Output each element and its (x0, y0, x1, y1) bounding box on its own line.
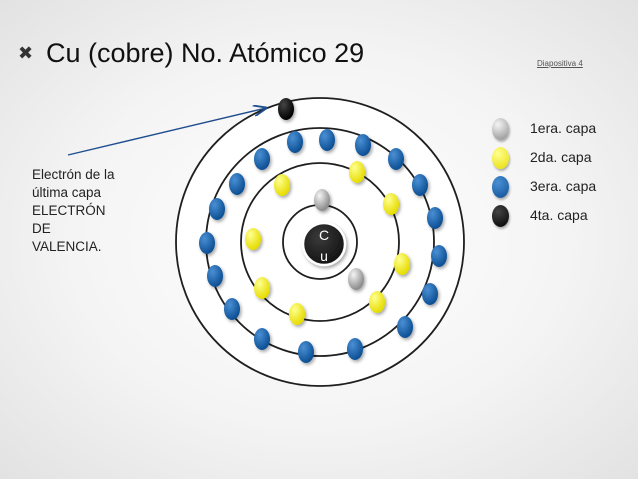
electron-shell-2 (274, 174, 290, 196)
annotation-line-1: Electrón de la (32, 167, 115, 182)
electron-shell-3 (207, 265, 223, 287)
electron-shell-3 (412, 174, 428, 196)
nucleus (301, 221, 347, 267)
nucleus-symbol-line-2: u (320, 248, 328, 264)
electron-shell-2 (394, 253, 410, 275)
electron-shell-3 (229, 173, 245, 195)
legend-label-shell-4: 4ta. capa (530, 207, 588, 223)
electron-shell-3 (355, 134, 371, 156)
electron-shell-3 (209, 198, 225, 220)
legend-label-shell-2: 2da. capa (530, 149, 592, 165)
legend-swatch-shell-2 (492, 147, 509, 169)
slide-title: Cu (cobre) No. Atómico 29 (46, 38, 365, 68)
electron-shell-3 (319, 129, 335, 151)
title-bullet-icon: ✖ (18, 43, 34, 63)
title-row: ✖ Cu (cobre) No. Atómico 29 (18, 38, 364, 69)
electron-shell-3 (388, 148, 404, 170)
annotation-line-4: DE (32, 221, 51, 236)
legend-swatch-shell-3 (492, 176, 509, 198)
valence-annotation: Electrón de la última capa ELECTRÓN DE V… (32, 166, 142, 256)
electron-shell-3 (254, 148, 270, 170)
legend-swatch-shell-1 (492, 118, 509, 140)
electron-shell-3 (422, 283, 438, 305)
legend-swatch-shell-4 (492, 205, 509, 227)
electron-shell-2 (349, 161, 365, 183)
electron-shell-2 (383, 193, 399, 215)
electron-shell-3 (199, 232, 215, 254)
nucleus-symbol-line-1: C (319, 227, 329, 243)
electron-shell-4-valence (278, 98, 294, 120)
slide-number-link[interactable]: Diapositiva 4 (537, 59, 583, 68)
annotation-line-5: VALENCIA. (32, 239, 102, 254)
electron-shell-3 (224, 298, 240, 320)
electron-shell-2 (245, 228, 261, 250)
electron-shell-3 (347, 338, 363, 360)
electron-shell-3 (298, 341, 314, 363)
electron-shell-3 (427, 207, 443, 229)
legend-label-shell-1: 1era. capa (530, 120, 597, 136)
electron-shell-1 (348, 268, 364, 290)
electron-shell-2 (369, 291, 385, 313)
legend-label-shell-3: 3era. capa (530, 178, 597, 194)
valence-arrow (67, 108, 266, 156)
electron-shell-3 (287, 131, 303, 153)
electron-shell-2 (254, 277, 270, 299)
electron-shell-1 (314, 189, 330, 211)
electron-shell-3 (254, 328, 270, 350)
electron-shell-3 (431, 245, 447, 267)
annotation-line-3: ELECTRÓN (32, 203, 106, 218)
annotation-line-2: última capa (32, 185, 102, 200)
electron-shell-2 (289, 303, 305, 325)
electron-shell-3 (397, 316, 413, 338)
